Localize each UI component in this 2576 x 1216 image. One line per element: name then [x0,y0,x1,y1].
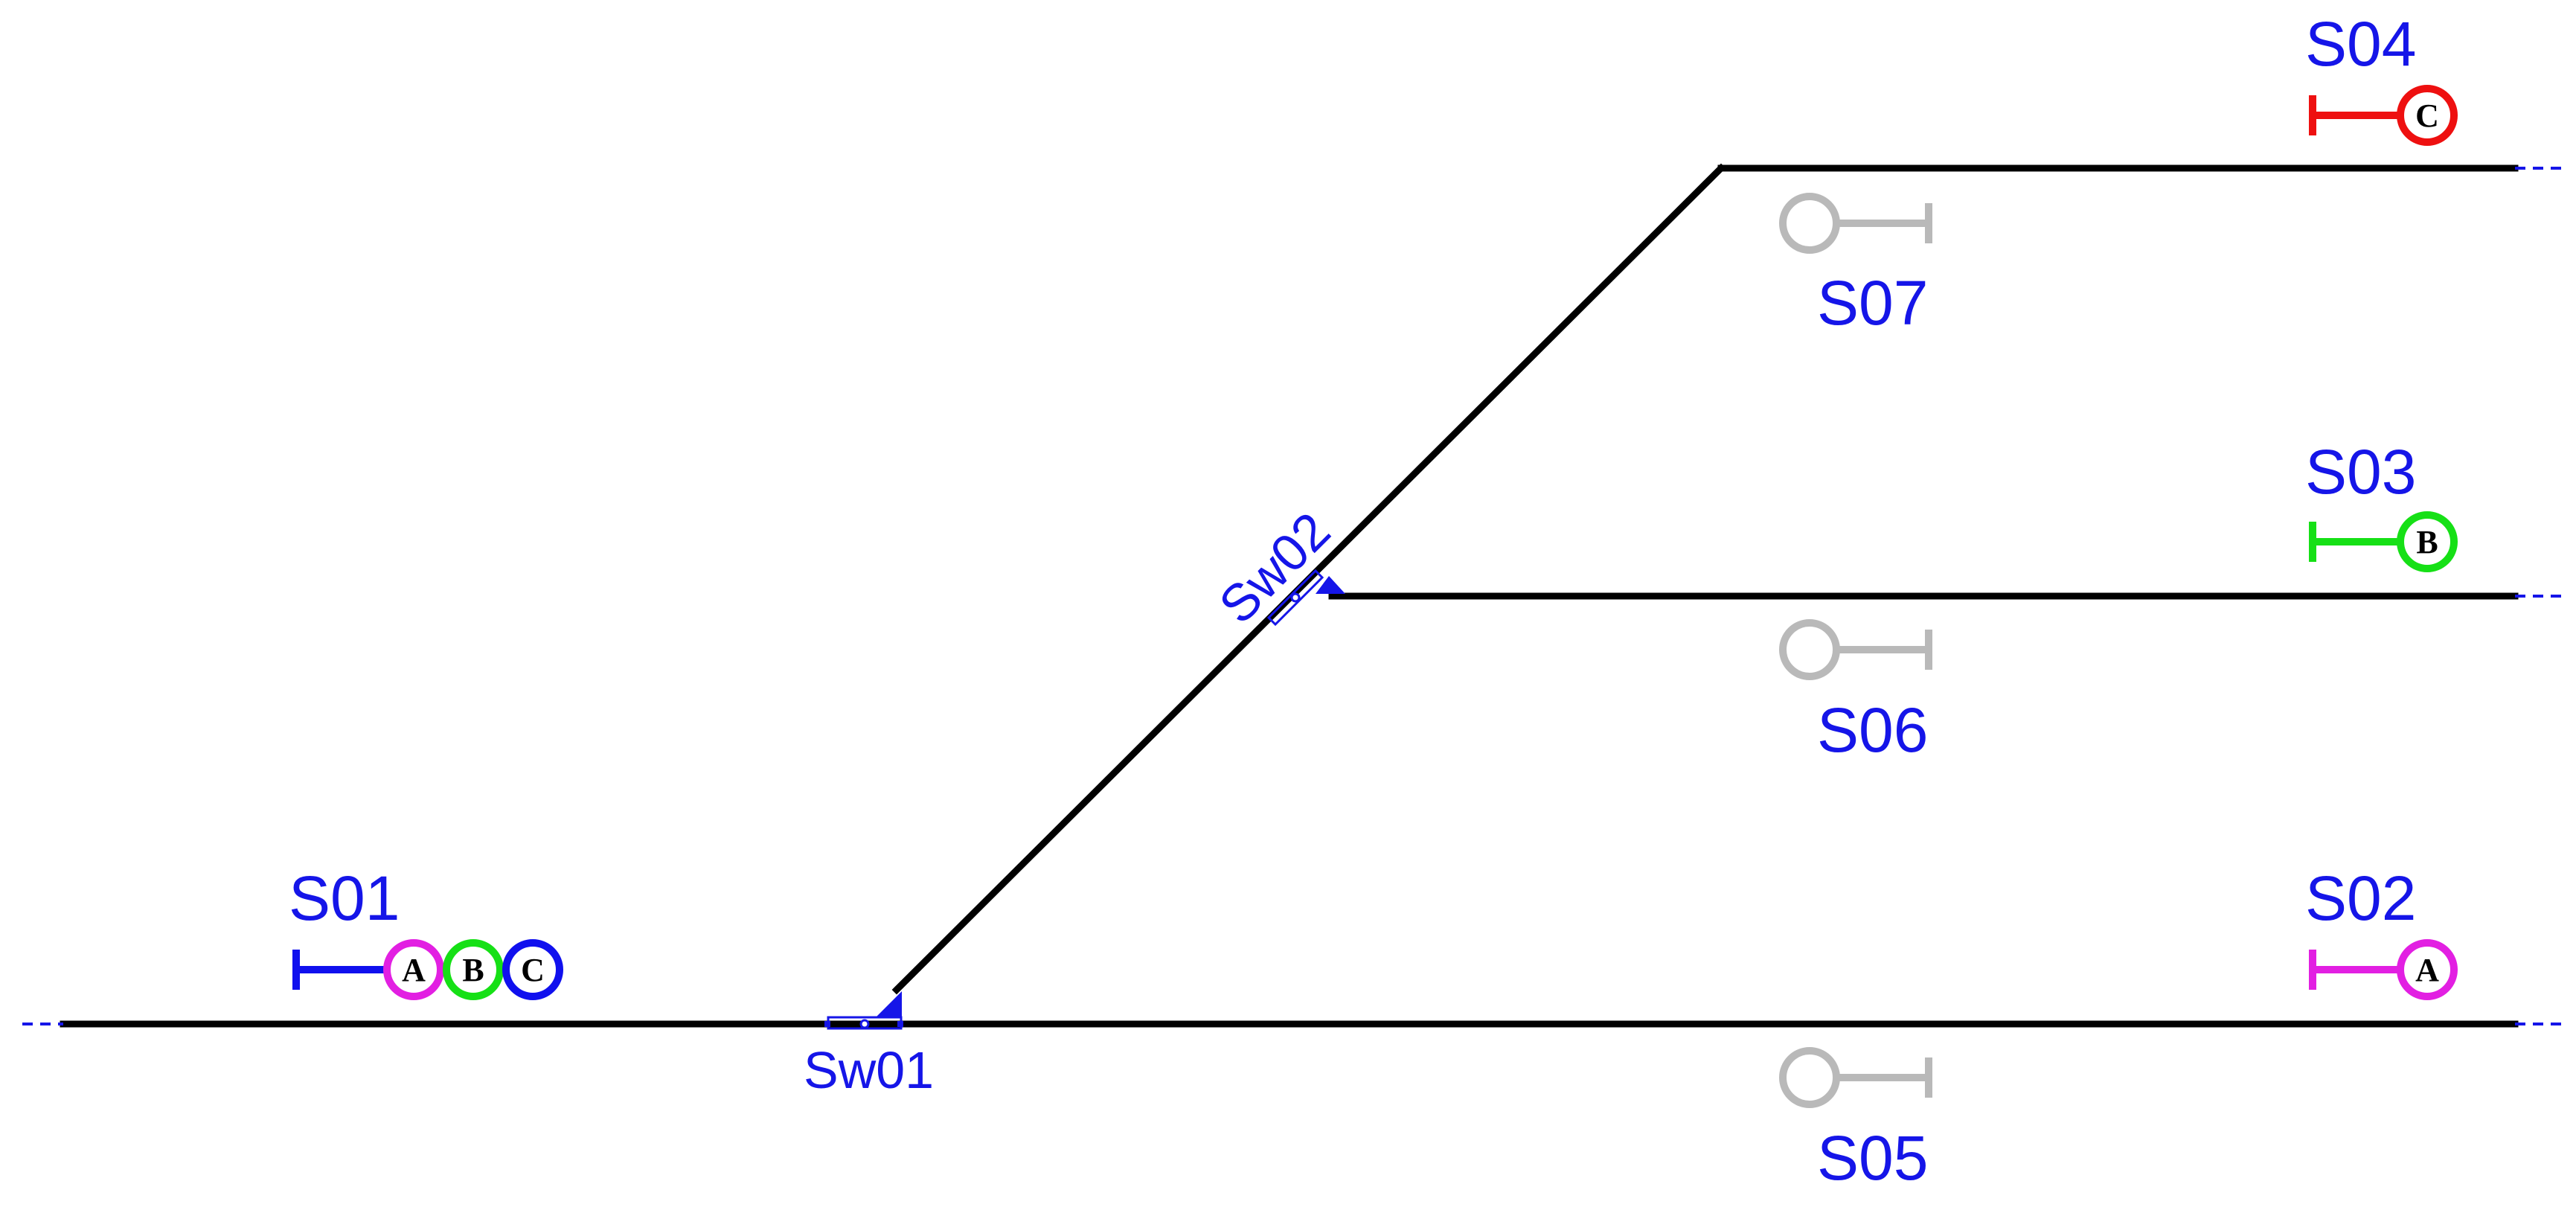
switch-sw01[interactable]: Sw01 [804,991,934,1099]
signal-s06[interactable]: S06 [1779,619,1932,765]
signal-s02-label: S02 [2305,863,2416,933]
signal-s01-aspect-b-icon [443,939,504,1000]
signal-s07[interactable]: S07 [1779,193,1932,338]
signal-s06-lamp-icon [1779,619,1840,680]
signal-s01-label: S01 [289,863,400,933]
signal-s05-label: S05 [1817,1123,1928,1193]
switch-sw02-frog-icon [1316,576,1345,594]
signal-s04-label: S04 [2305,9,2416,79]
signal-s05[interactable]: S05 [1779,1047,1932,1193]
track-continuations [22,167,2563,1025]
switch-sw01-label: Sw01 [804,1041,934,1099]
signal-s03-aspect-b-icon [2397,511,2458,572]
switch-sw02-body [1266,569,1324,627]
signal-s07-lamp-icon [1779,193,1840,254]
signal-s02[interactable]: S02 A [2305,863,2458,1000]
switch-sw01-end-marker [824,1021,830,1027]
signal-s05-lamp-icon [1779,1047,1840,1108]
signal-s02-aspect-a-icon [2397,939,2458,1000]
signal-s03[interactable]: S03 B [2305,437,2458,572]
signal-s06-label: S06 [1817,695,1928,765]
switch-sw01-end-marker [897,1021,903,1027]
signal-s02-aspect-a-label: A [2415,952,2439,988]
signal-s01-aspect-a-icon [383,939,444,1000]
signal-s03-label: S03 [2305,437,2416,507]
signal-s01-aspect-b-label: B [462,952,484,988]
signal-s01-aspect-c-icon [502,939,563,1000]
switch-sw01-pivot-icon [859,1019,870,1029]
tracks [60,163,2519,1028]
signal-s03-aspect-b-label: B [2416,524,2438,560]
switch-sw02-pivot-icon [1290,592,1301,603]
signal-s01-aspect-a-label: A [402,952,426,988]
signal-s04-aspect-c-label: C [2415,97,2439,134]
signal-s04-aspect-c-icon [2397,85,2458,146]
signal-s01[interactable]: S01 A B C [289,863,563,1000]
signal-s07-label: S07 [1817,268,1928,338]
signal-s01-aspect-c-label: C [521,952,545,988]
switch-sw01-frog-icon [877,991,902,1017]
signal-s04[interactable]: S04 C [2305,9,2458,146]
